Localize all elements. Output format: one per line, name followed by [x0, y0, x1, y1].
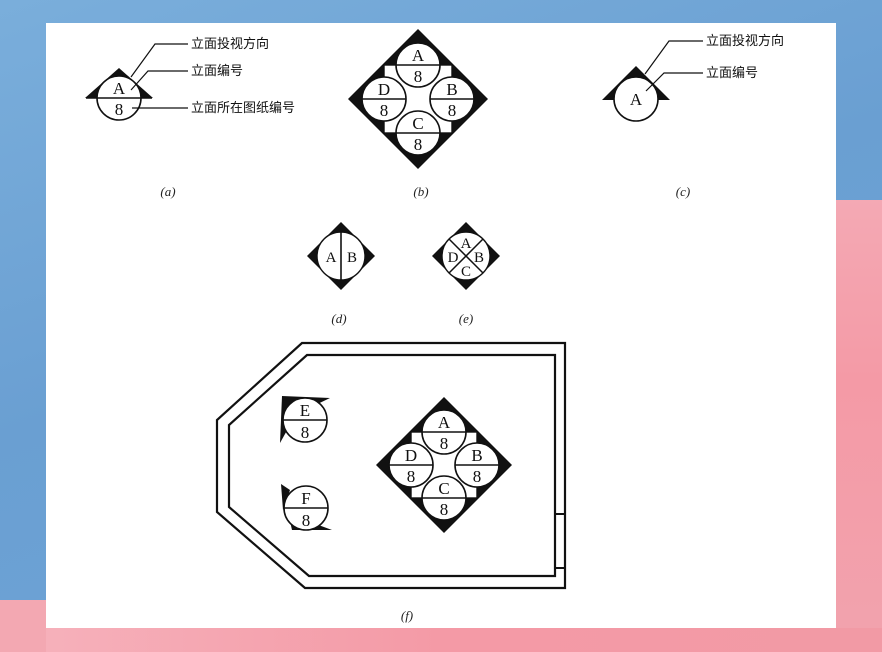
- caption-b: (b): [413, 184, 428, 199]
- background-pink-bottom: [0, 628, 882, 652]
- leader-line-elevation-number: [130, 70, 188, 91]
- index-symbol-left: D8: [361, 76, 407, 122]
- elevation-letter: A: [113, 79, 126, 98]
- diagram-e: A B C D (e): [432, 222, 500, 326]
- sheet-number: 8: [473, 467, 482, 486]
- sheet-number: 8: [302, 511, 311, 530]
- elevation-letter: C: [438, 479, 449, 498]
- right-letter: B: [474, 250, 484, 266]
- caption-a: (a): [160, 184, 175, 199]
- top-letter: A: [461, 236, 472, 252]
- sheet-number: 8: [448, 101, 457, 120]
- sheet-number: 8: [414, 67, 423, 86]
- sheet-number: 8: [440, 500, 449, 519]
- leader-line-elevation-number: [645, 72, 703, 92]
- index-circle: [613, 76, 659, 122]
- index-symbol-top: A8: [395, 42, 441, 88]
- bottom-letter: C: [461, 264, 471, 280]
- cross-line-2: [448, 238, 484, 274]
- elevation-letter: D: [405, 446, 417, 465]
- sheet-number: 8: [407, 467, 416, 486]
- sheet-number: 8: [380, 101, 389, 120]
- left-letter: A: [326, 250, 337, 266]
- index-symbol-right: B8: [454, 442, 500, 488]
- leader-line-direction: [644, 40, 703, 75]
- elevation-letter: C: [412, 114, 423, 133]
- caption-d: (d): [331, 311, 346, 326]
- elevation-letter: A: [630, 90, 643, 109]
- wall-symbol-f: F 8: [281, 484, 332, 531]
- sheet-number: 8: [440, 434, 449, 453]
- sheet-number: 8: [301, 423, 310, 442]
- elevation-letter: A: [412, 46, 425, 65]
- elevation-letter: F: [301, 489, 310, 508]
- index-symbol-left: D8: [388, 442, 434, 488]
- leader-line-direction: [130, 43, 188, 78]
- label-elevation-number: 立面编号: [191, 64, 243, 79]
- elevation-letter: A: [438, 413, 451, 432]
- label-direction: 立面投视方向: [191, 36, 269, 52]
- diagram-a: A 8 立面投视方向 立面编号 立面所在图纸编号 (a): [85, 36, 295, 199]
- elevation-letter: E: [300, 401, 310, 420]
- right-letter: B: [347, 250, 357, 266]
- background-pink-left: [0, 600, 46, 652]
- elevation-letter: B: [446, 80, 457, 99]
- elevation-letter: D: [378, 80, 390, 99]
- caption-c: (c): [676, 184, 690, 199]
- diagram-c: A 立面投视方向 立面编号 (c): [602, 33, 784, 199]
- room-inner-wall: [227, 353, 557, 578]
- label-sheet-number: 立面所在图纸编号: [191, 101, 295, 116]
- index-symbol-right: B8: [429, 76, 475, 122]
- label-direction: 立面投视方向: [706, 33, 784, 49]
- index-symbol-bottom: C8: [395, 110, 441, 156]
- sheet-number: 8: [115, 100, 124, 119]
- index-symbol-top: A8: [421, 409, 467, 455]
- caption-e: (e): [459, 311, 473, 326]
- diagram-d: A B (d): [307, 222, 375, 326]
- room-outer-wall: [215, 341, 567, 590]
- caption-f: (f): [401, 608, 413, 623]
- background-pink-right: [836, 200, 882, 652]
- wall-symbol-e: E 8: [280, 396, 330, 443]
- left-letter: D: [448, 250, 459, 266]
- index-symbol-bottom: C8: [421, 475, 467, 521]
- sheet-number: 8: [414, 135, 423, 154]
- label-elevation-number: 立面编号: [706, 66, 758, 81]
- elevation-letter: B: [471, 446, 482, 465]
